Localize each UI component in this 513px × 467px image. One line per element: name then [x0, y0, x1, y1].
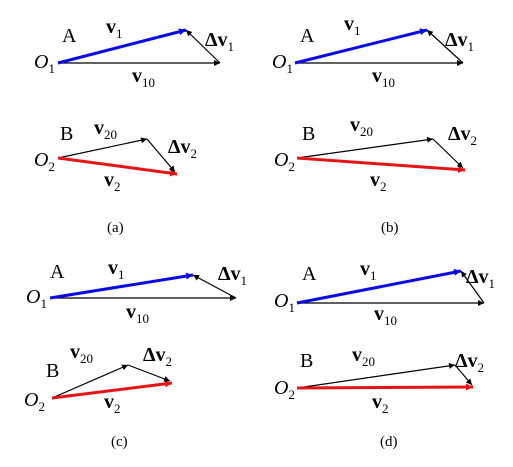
vector-delta-v2-a	[146, 138, 176, 173]
label-delta-v1-c: Δv1	[218, 263, 247, 288]
panel-d: A O1 v1 v10 Δv1 B O2 v20 v2 Δv2 (d)	[274, 258, 495, 450]
point-label-a-b: A	[300, 25, 315, 47]
vector-v1-d	[296, 268, 462, 305]
label-delta-v1-a: Δv1	[205, 29, 234, 54]
vector-delta-v2-b	[432, 138, 464, 169]
label-v1-b: v1	[344, 13, 361, 38]
vector-v20-b	[296, 136, 434, 159]
origin-label-o2-a: O2	[34, 149, 55, 174]
origin-label-o2-d: O2	[274, 377, 295, 402]
point-label-a-top: A	[62, 25, 77, 47]
vector-v2-d	[296, 383, 474, 391]
label-v20-d: v20	[352, 344, 375, 369]
panel-c: A O1 v1 v10 Δv1 B O2 v20 v2 Δv2 (c)	[24, 257, 247, 450]
label-v20-b: v20	[350, 114, 373, 139]
label-v2-c: v2	[104, 391, 121, 416]
vector-v2-b	[296, 156, 466, 173]
caption-a: (a)	[107, 220, 124, 236]
vector-v1-c	[49, 272, 194, 300]
label-v1-d: v1	[360, 258, 377, 283]
label-v20-c: v20	[70, 341, 93, 366]
label-delta-v2-b: Δv2	[448, 123, 477, 148]
label-v10-b: v10	[372, 65, 395, 90]
label-v1-a: v1	[106, 16, 123, 41]
vector-delta-v2-d	[454, 364, 473, 386]
vector-v20-d	[296, 362, 456, 389]
origin-label-o1-c: O1	[26, 286, 47, 311]
label-v2-b: v2	[370, 169, 387, 194]
vector-delta-v1-b	[426, 29, 464, 64]
vector-v2-a	[57, 156, 178, 177]
caption-b: (b)	[381, 220, 399, 236]
vector-v20-a	[57, 137, 148, 159]
point-label-b-d: B	[300, 350, 313, 372]
vector-v2-c	[51, 380, 173, 400]
origin-label-o2-c: O2	[24, 389, 45, 414]
vector-v1-a	[57, 28, 187, 65]
origin-label-o1-d: O1	[274, 290, 295, 315]
label-v20-a: v20	[94, 117, 117, 142]
label-v2-d: v2	[372, 391, 389, 416]
label-v1-c: v1	[108, 257, 125, 282]
point-label-b-c: B	[46, 360, 59, 382]
label-delta-v2-c: Δv2	[143, 344, 172, 369]
label-v10-a: v10	[132, 65, 155, 90]
label-delta-v1-d: Δv1	[466, 266, 495, 291]
point-label-a-c: A	[50, 261, 65, 283]
label-v2-a: v2	[104, 169, 121, 194]
label-delta-v2-d: Δv2	[455, 350, 484, 375]
label-delta-v2-a: Δv2	[168, 136, 197, 161]
point-label-b-a: B	[60, 123, 73, 145]
origin-label-o1-b: O1	[272, 51, 293, 76]
panel-a: A O1 v1 v10 Δv1 B O2 v20 v2 Δv2 (a)	[34, 16, 234, 236]
caption-d: (d)	[380, 434, 398, 450]
label-v10-c: v10	[126, 301, 149, 326]
vector-v1-b	[294, 28, 428, 65]
caption-c: (c)	[111, 434, 128, 450]
origin-label-o2-b: O2	[274, 149, 295, 174]
vector-delta-v1-d	[460, 270, 485, 304]
point-label-b-b: B	[302, 123, 315, 145]
point-label-a-d: A	[302, 263, 317, 285]
label-v10-d: v10	[374, 303, 397, 328]
label-delta-v1-b: Δv1	[445, 29, 474, 54]
origin-label-o1-a: O1	[34, 51, 55, 76]
vector-delta-v1-a	[185, 29, 221, 64]
vector-delta-v1-c	[192, 274, 237, 299]
vector-delta-v2-c	[127, 364, 171, 382]
panel-b: A O1 v1 v10 Δv1 B O2 v20 v2 Δv2 (b)	[272, 13, 477, 236]
vector-v20-c	[51, 364, 129, 399]
